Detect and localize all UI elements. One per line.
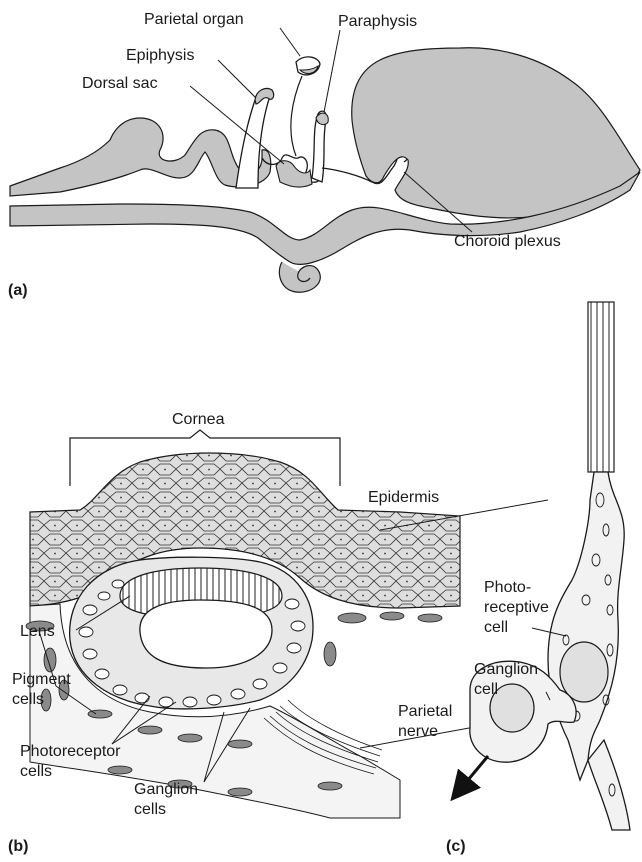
receptor-cell-leg	[588, 740, 630, 830]
label-ganglion-cell-2: cell	[474, 680, 498, 699]
receptor-nucleus	[560, 642, 608, 702]
label-parietal-nerve-1: Parietal	[398, 702, 452, 721]
label-photoreceptor-2: cells	[20, 762, 52, 781]
label-cornea: Cornea	[172, 410, 224, 429]
leader-parietal-organ	[280, 28, 300, 56]
label-lens: Lens	[20, 622, 55, 641]
leader-epiphysis	[218, 60, 256, 98]
label-choroid-plexus: Choroid plexus	[454, 232, 561, 251]
panel-tag-c: (c)	[446, 838, 466, 856]
label-pigment-2: cells	[12, 690, 44, 709]
label-pigment-1: Pigment	[12, 670, 71, 689]
label-photoreceptor-1: Photoreceptor	[20, 742, 121, 761]
outer-segment	[588, 302, 614, 472]
label-paraphysis: Paraphysis	[338, 12, 417, 31]
label-photoreceptive-1: Photo-	[484, 578, 531, 597]
label-ganglion-cells-1: Ganglion	[134, 780, 198, 799]
eye-cavity	[140, 600, 272, 668]
label-epiphysis: Epiphysis	[126, 46, 194, 65]
infundibulum	[279, 262, 320, 292]
dorsal-sac-fill	[276, 161, 312, 187]
label-photoreceptive-3: cell	[484, 618, 508, 637]
label-parietal-organ: Parietal organ	[144, 10, 244, 29]
receptor-cell-body	[548, 472, 624, 780]
label-ganglion-cell-1: Ganglion	[474, 660, 538, 679]
leader-paraphysis	[324, 30, 340, 112]
panel-tag-b: (b)	[8, 838, 28, 856]
label-parietal-nerve-2: nerve	[398, 722, 438, 741]
parietal-nerve-a	[291, 76, 302, 156]
ganglion-axon-arrow	[458, 756, 488, 792]
midbrain-mass	[352, 48, 640, 218]
panel-tag-a: (a)	[8, 282, 28, 300]
label-photoreceptive-2: receptive	[484, 598, 549, 617]
forebrain-upper-slab	[10, 118, 271, 196]
label-dorsal-sac: Dorsal sac	[82, 74, 158, 93]
label-epidermis: Epidermis	[368, 488, 439, 507]
brain-section	[10, 28, 640, 292]
label-ganglion-cells-2: cells	[134, 800, 166, 819]
photoreceptive-cell-drawing	[458, 302, 630, 830]
